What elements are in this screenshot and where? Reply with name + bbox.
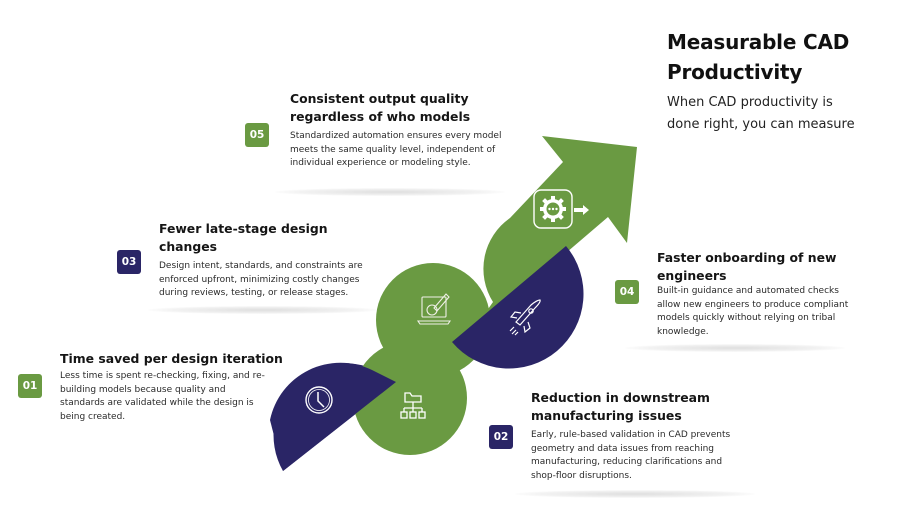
step-01-title: Time saved per design iteration bbox=[60, 351, 283, 366]
step-04-shadow bbox=[625, 344, 845, 352]
step-02-description: Early, rule-based validation in CAD prev… bbox=[531, 429, 761, 483]
step-04-description: Built-in guidance and automated checks a… bbox=[657, 285, 887, 339]
clock-icon bbox=[305, 386, 333, 414]
step-02-title-line-1: Reduction in downstream bbox=[531, 390, 710, 405]
step-05-shadow bbox=[275, 188, 505, 196]
step-03-desc-line: enforced upfront, minimizing costly chan… bbox=[159, 274, 360, 285]
step-01-desc-line: being created. bbox=[60, 411, 126, 422]
step-04-desc-line: allow new engineers to produce compliant bbox=[657, 299, 849, 310]
step-02-desc-line: shop-floor disruptions. bbox=[531, 470, 632, 481]
step-02-badge: 02 bbox=[489, 425, 513, 449]
step-03-desc-line: during reviews, testing, or release stag… bbox=[159, 288, 349, 298]
page-subtitle: When CAD productivity is done right, you… bbox=[667, 92, 897, 136]
step-05-desc-line: individual experience or modeling style. bbox=[290, 158, 471, 168]
step-05-desc-line: Standardized automation ensures every mo… bbox=[290, 131, 502, 141]
step-03-title: Fewer late-stage design changes bbox=[159, 220, 389, 256]
step-04-desc-line: models quickly without relying on tribal bbox=[657, 313, 836, 323]
laptop-design-icon bbox=[416, 293, 452, 325]
step-01-desc-line: standards are validated while the design… bbox=[60, 398, 254, 408]
step-05-card: Consistent output quality regardless of … bbox=[290, 90, 520, 171]
step-02-card: Reduction in downstream manufacturing is… bbox=[531, 389, 761, 483]
step-03-title-line-2: changes bbox=[159, 239, 217, 254]
step-04-title: Faster onboarding of new engineers bbox=[657, 249, 887, 285]
step-02-desc-line: Early, rule-based validation in CAD prev… bbox=[531, 430, 731, 440]
step-03-desc-line: Design intent, standards, and constraint… bbox=[159, 261, 363, 271]
subtitle-line-2: done right, you can measure bbox=[667, 117, 855, 132]
step-02-title: Reduction in downstream manufacturing is… bbox=[531, 389, 761, 425]
step-02-desc-line: geometry and data issues from reaching bbox=[531, 443, 715, 454]
step-01-badge: 01 bbox=[18, 374, 42, 398]
step-04-badge: 04 bbox=[615, 280, 639, 304]
step-04-title-line-1: Faster onboarding of new bbox=[657, 250, 837, 265]
step-02-desc-line: manufacturing, reducing clarifications a… bbox=[531, 457, 723, 467]
step-02-title-line-2: manufacturing issues bbox=[531, 408, 682, 423]
step-03-shadow bbox=[148, 306, 378, 314]
step-04-title-line-2: engineers bbox=[657, 268, 727, 283]
step-04-desc-line: Built-in guidance and automated checks bbox=[657, 286, 839, 296]
step-05-title-line-2: regardless of who models bbox=[290, 109, 471, 124]
step-01-description: Less time is spent re-checking, fixing, … bbox=[60, 370, 290, 424]
step-03-description: Design intent, standards, and constraint… bbox=[159, 260, 389, 301]
step-04-desc-line: knowledge. bbox=[657, 326, 709, 337]
step-02-shadow bbox=[515, 490, 755, 498]
folder-hierarchy-icon bbox=[400, 392, 426, 419]
subtitle-line-1: When CAD productivity is bbox=[667, 95, 833, 110]
step-05-description: Standardized automation ensures every mo… bbox=[290, 130, 520, 171]
step-04-segment bbox=[452, 246, 584, 369]
step-05-badge: 05 bbox=[245, 123, 269, 147]
page-title: Measurable CAD Productivity bbox=[667, 27, 849, 87]
title-line-1: Measurable CAD bbox=[667, 30, 850, 54]
title-line-2: Productivity bbox=[667, 60, 803, 84]
step-04-card: Faster onboarding of new engineers Built… bbox=[657, 249, 887, 339]
step-05-desc-line: meets the same quality level, independen… bbox=[290, 144, 496, 155]
step-01-desc-line: building models because quality and bbox=[60, 384, 226, 395]
step-01-card: Time saved per design iteration Less tim… bbox=[60, 350, 290, 424]
step-03-segment bbox=[376, 263, 490, 377]
step-03-title-line-1: Fewer late-stage design bbox=[159, 221, 328, 236]
step-05-title: Consistent output quality regardless of … bbox=[290, 90, 520, 126]
step-05-arrow bbox=[470, 136, 637, 335]
step-05-title-line-1: Consistent output quality bbox=[290, 91, 469, 106]
step-01-desc-line: Less time is spent re-checking, fixing, … bbox=[60, 371, 265, 381]
rocket-icon bbox=[509, 299, 541, 336]
step-03-badge: 03 bbox=[117, 250, 141, 274]
step-03-card: Fewer late-stage design changes Design i… bbox=[159, 220, 389, 301]
gear-automation-icon bbox=[533, 189, 589, 229]
